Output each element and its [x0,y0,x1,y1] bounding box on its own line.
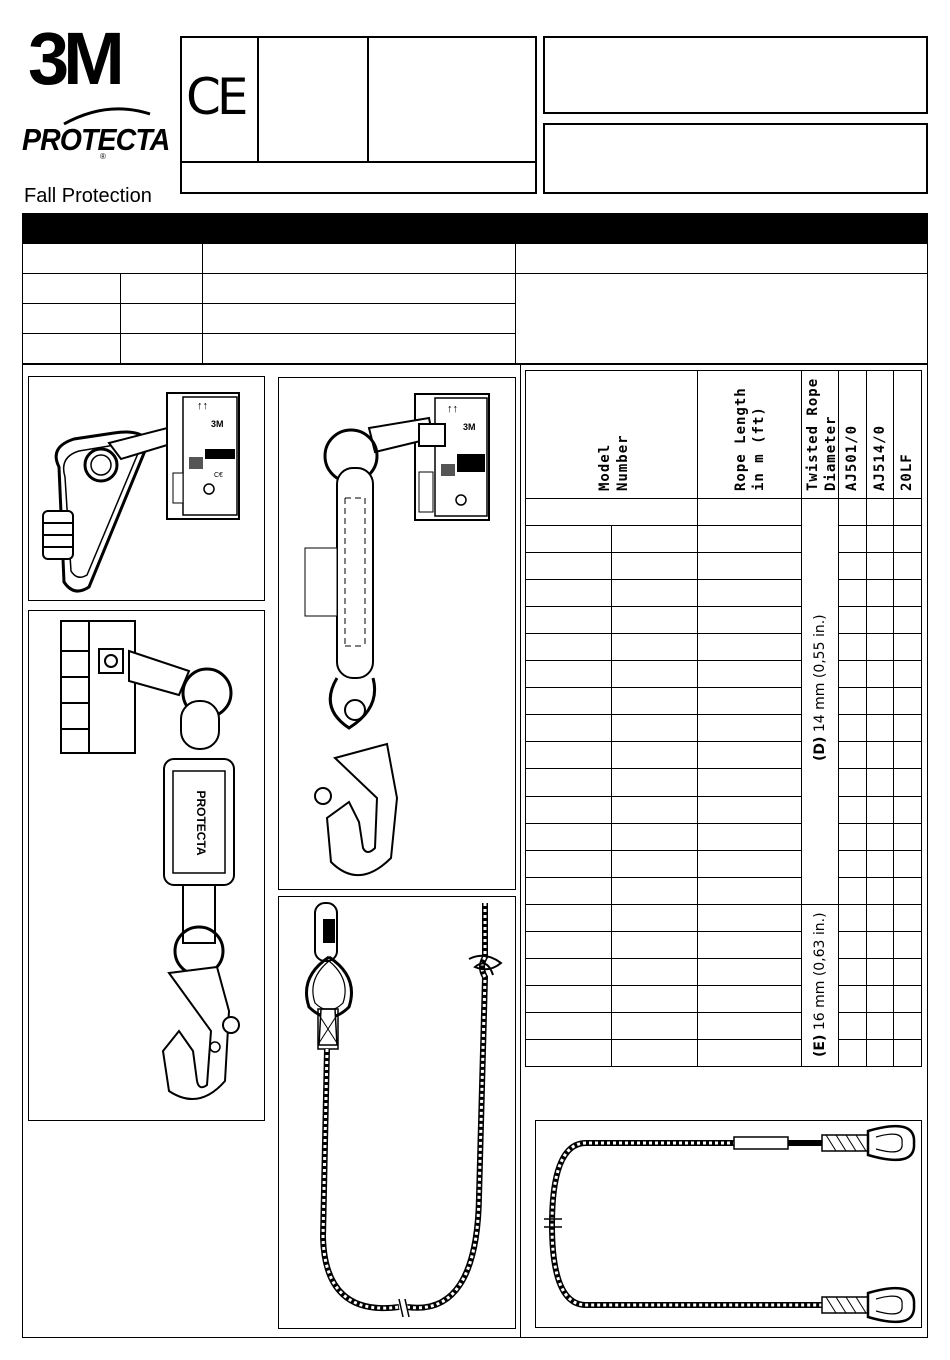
figure-a-rope-adjuster-illustration: ↑↑ 3M C€ [42,392,240,593]
header-box-right-bottom [543,123,928,194]
20lf-label: 20LF [899,453,916,491]
figure-e-frame [535,1120,922,1328]
section-bar [22,213,928,243]
protecta-wordmark: PROTECTA [22,122,170,157]
figure-d-frame [278,896,516,1329]
table-row: (D) 14 mm (0,55 in.) [525,498,922,905]
diameter-d-cell: (D) 14 mm (0,55 in.) [801,498,840,905]
twisted-rope-label: Twisted Rope Diameter [805,377,840,491]
header-twisted-rope: Twisted Rope Diameter [801,369,840,500]
svg-text:PROTECTA: PROTECTA [194,790,208,855]
table-row [525,633,922,662]
table-row [525,660,922,689]
table-row [525,795,922,824]
header-aj501: AJ501/0 [838,369,868,500]
table-row [525,579,922,608]
table-row [525,1011,922,1040]
table-row [525,957,922,986]
figure-d-rope-lanyard-illustration [305,902,503,1318]
diameter-e-cell: (E) 16 mm (0,63 in.) [801,903,840,1068]
figure-b-shock-absorber-lanyard-illustration: PROTECTA [60,620,240,1100]
header-model-number: Model Number [525,369,698,500]
table-row [525,876,922,905]
table-row [525,687,922,716]
figure-c-frame [278,377,516,890]
svg-text:3M: 3M [211,419,224,429]
table-row [525,984,922,1013]
model-number-label: Model Number [597,434,631,491]
aj501-label: AJ501/0 [844,424,861,491]
svg-text:↑↑: ↑↑ [197,400,208,412]
header-aj514: AJ514/0 [866,369,895,500]
diameter-e-label: (E) 16 mm (0,63 in.) [812,912,829,1057]
figure-a-frame [28,376,265,601]
figure-b-frame [28,610,265,1121]
main-frame [22,364,928,1338]
table-row [525,606,922,635]
protecta-logo: PROTECTA ® [22,104,170,164]
spec-table: Model Number Rope Length in m (ft) Twist… [525,369,922,1068]
table-row [525,1038,922,1068]
table-row [525,849,922,878]
header-20lf: 20LF [893,369,922,500]
figure-e-rope-illustration [544,1124,916,1324]
ce-mark: CE [186,68,248,126]
3m-logo: 3M [28,17,125,100]
table-row [525,930,922,959]
rope-length-label: Rope Length in m (ft) [732,387,767,491]
aj514-label: AJ514/0 [872,424,889,491]
svg-text:C€: C€ [214,472,223,479]
diameter-d-label: (D) 14 mm (0,55 in.) [812,614,829,762]
tagline: Fall Protection [24,185,152,207]
figure-c-webbing-lanyard-illustration: ↑↑ 3M [304,393,490,877]
table-row [525,741,922,770]
table-row [525,552,922,581]
registered-mark: ® [100,152,106,161]
table-row [525,822,922,851]
svg-text:3M: 3M [463,422,476,432]
header-box-right-top [543,36,928,114]
table-row [525,714,922,743]
header-box [180,36,537,194]
table-row [525,525,922,554]
header-rope-length: Rope Length in m (ft) [696,369,803,500]
protecta-swoosh-icon [63,107,151,126]
table-row: (E) 16 mm (0,63 in.) [525,903,922,1068]
table-row [525,768,922,797]
svg-text:↑↑: ↑↑ [447,403,458,415]
